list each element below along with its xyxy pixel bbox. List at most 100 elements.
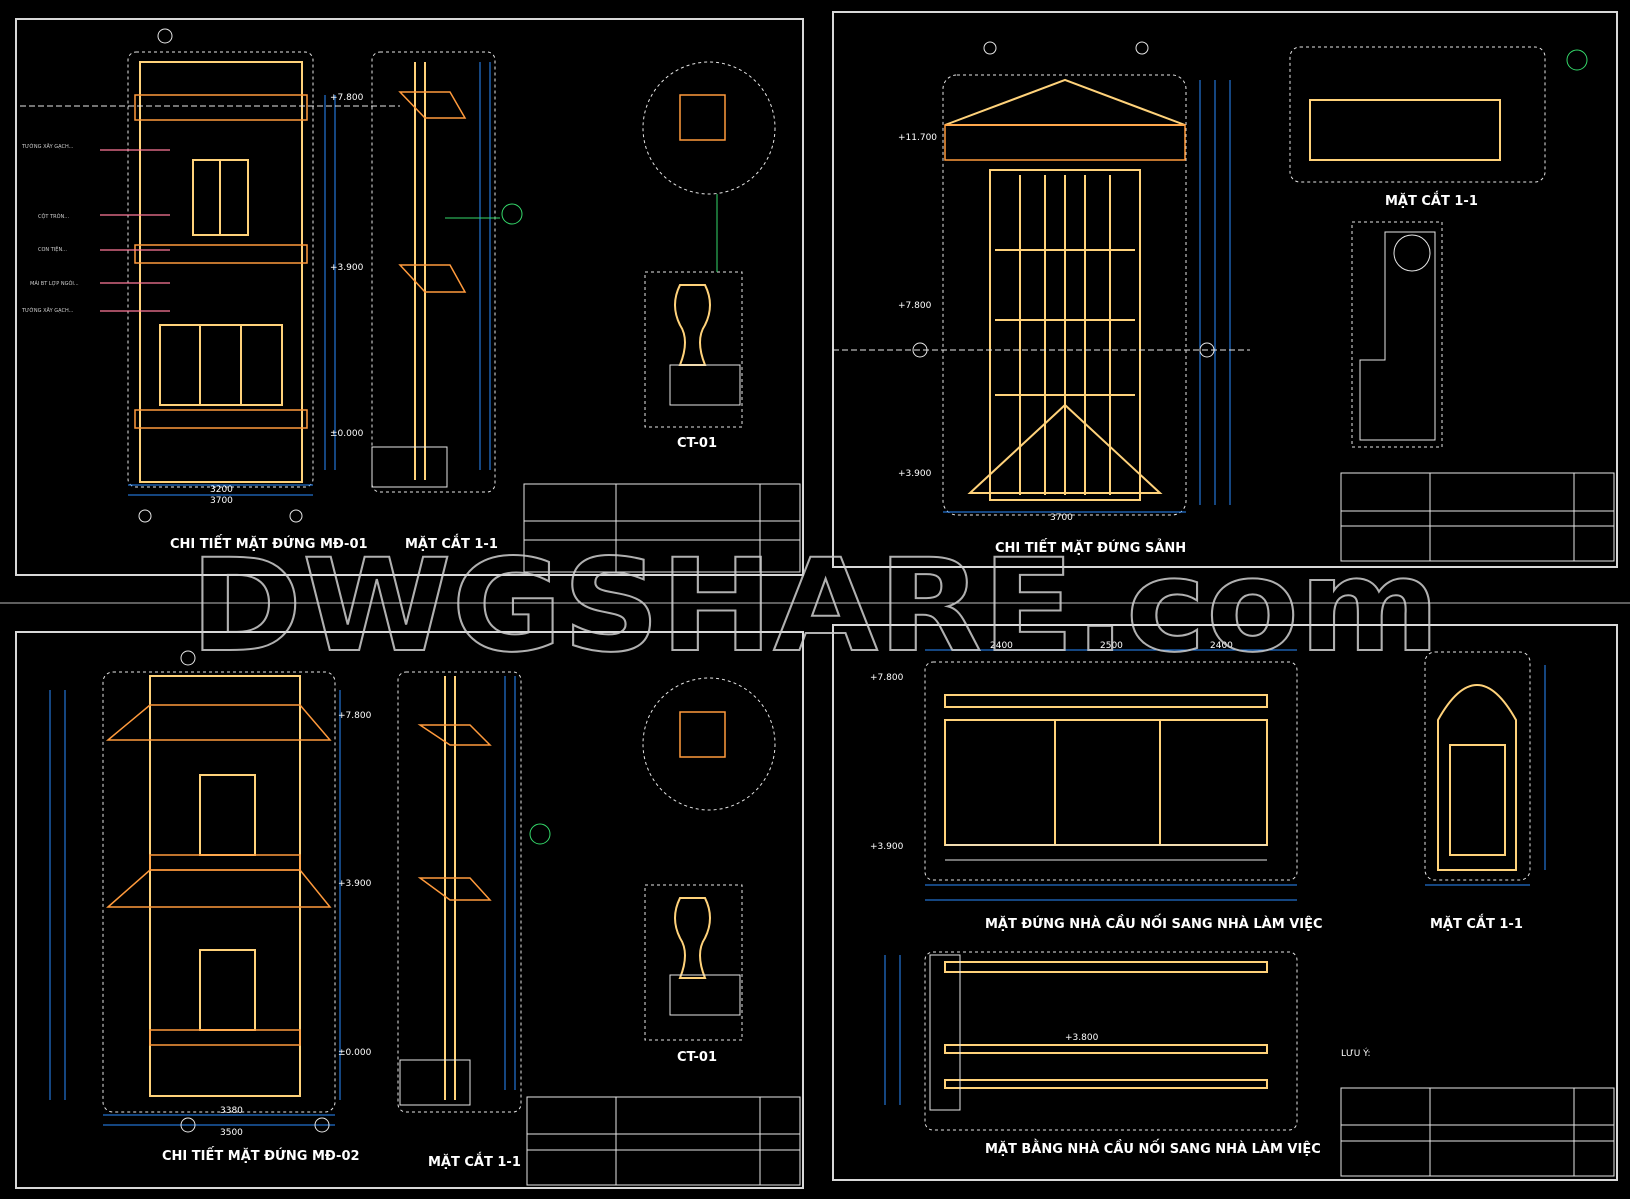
title-bridge-elevation: MẶT ĐỨNG NHÀ CẦU NỐI SANG NHÀ LÀM VIỆC xyxy=(985,914,1323,932)
balcony-2 xyxy=(134,409,308,429)
section-1-1-boundary xyxy=(371,51,496,493)
title-ct01-b: CT-01 xyxy=(677,1050,717,1065)
title-sanh-section: MẶT CẮT 1-1 xyxy=(1385,192,1478,209)
balcony-md02-2 xyxy=(149,1029,301,1046)
level-md01-top: +7.800 xyxy=(330,93,364,103)
column-detail xyxy=(1359,231,1436,441)
dim-sanh: 3700 xyxy=(1050,513,1073,523)
dim-bridge-b: 2500 xyxy=(1100,641,1123,651)
sheet-1-frame xyxy=(15,18,804,576)
level-md02-top: +7.800 xyxy=(338,711,372,721)
level-bridge-plan: +3.800 xyxy=(1065,1033,1099,1043)
sanh-cornice xyxy=(944,124,1186,161)
title-arch-section: MẶT CẮT 1-1 xyxy=(1430,915,1523,932)
level-md01-mid: +3.900 xyxy=(330,263,364,273)
window-lower xyxy=(159,324,283,406)
title-bridge-plan: MẶT BẰNG NHÀ CẦU NỐI SANG NHÀ LÀM VIỆC xyxy=(985,1139,1321,1157)
dim-md01-inner: 3200 xyxy=(210,485,233,495)
balcony-md02-1 xyxy=(149,854,301,871)
detail-circle-md02 xyxy=(642,677,776,811)
detail-callout-ct01 xyxy=(501,203,523,225)
sanh-arch-frame xyxy=(989,169,1141,501)
canopy-md02-mid xyxy=(417,877,492,901)
title-md02: CHI TIẾT MẶT ĐỨNG MĐ-02 xyxy=(162,1147,360,1164)
title-md01: CHI TIẾT MẶT ĐỨNG MĐ-01 xyxy=(170,535,368,552)
dim-bridge-c: 2400 xyxy=(1210,641,1233,651)
sheet-4: +7.800 +3.900 2400 2500 2400 MẶT ĐỨNG NH… xyxy=(832,624,1618,1181)
pediment xyxy=(944,78,1186,126)
elevation-md02-walls xyxy=(149,675,301,1097)
elevation-md01-walls xyxy=(139,61,303,483)
dim-md01-outer: 3700 xyxy=(210,496,233,506)
entrance-canopy xyxy=(967,403,1163,494)
note-md01-a: TƯỜNG XÂY GẠCH... xyxy=(21,143,74,150)
dim-bridge-a: 2400 xyxy=(990,641,1013,651)
note-md01-e: TƯỜNG XÂY GẠCH... xyxy=(21,307,74,314)
title-sanh: CHI TIẾT MẶT ĐỨNG SẢNH xyxy=(995,539,1186,556)
balcony-1 xyxy=(134,244,308,264)
glazed-grid xyxy=(995,175,1135,495)
arch-section-boundary xyxy=(1424,651,1531,881)
sheet-3-frame xyxy=(15,631,804,1189)
grid-marker-top xyxy=(157,28,173,44)
detail-cornice xyxy=(679,94,726,141)
title-section-1-1-c: MẶT CẮT 1-1 xyxy=(428,1153,521,1170)
sheet-2: +11.700 +7.800 +3.900 3700 CHI TIẾT MẶT … xyxy=(832,11,1618,568)
level-bridge-top: +7.800 xyxy=(870,673,904,683)
roof-cornice xyxy=(134,94,308,121)
elevation-md01-boundary xyxy=(127,51,314,488)
window-md02-lower xyxy=(199,949,256,1031)
bridge-elevation-boundary xyxy=(924,661,1298,881)
canopy-top xyxy=(398,91,467,119)
title-ct01-a: CT-01 xyxy=(677,436,717,451)
dim-md02-outer: 3500 xyxy=(220,1128,243,1138)
bridge-roof xyxy=(944,694,1268,708)
sheet-3: +7.800 +3.900 ±0.000 3380 3500 CHI TIẾT … xyxy=(15,631,804,1189)
section-md02-boundary xyxy=(397,671,522,1113)
note-md01-b: CỘT TRÒN... xyxy=(38,213,69,220)
sanh-section-boundary xyxy=(1289,46,1546,183)
bridge-railing xyxy=(945,844,1267,861)
elevation-md02-boundary xyxy=(102,671,336,1113)
level-sanh-top: +11.700 xyxy=(898,133,937,143)
window-md02-upper xyxy=(199,774,256,856)
bridge-plan-boundary xyxy=(924,951,1298,1131)
baluster-base xyxy=(669,364,741,406)
note-md01-d: MÁI BT LỢP NGÓI... xyxy=(30,280,79,287)
detail-circle xyxy=(642,61,776,195)
level-md02-ground: ±0.000 xyxy=(338,1048,372,1058)
baluster xyxy=(674,284,711,366)
sheet-4-frame xyxy=(832,624,1618,1181)
sheet-1: TƯỜNG XÂY GẠCH... CỘT TRÒN... CON TIỆN..… xyxy=(15,18,804,576)
level-sanh-mid: +7.800 xyxy=(898,301,932,311)
foundation-hatch xyxy=(371,446,448,488)
title-block-4 xyxy=(1340,1087,1615,1177)
level-md02-mid: +3.900 xyxy=(338,879,372,889)
sheet-2-frame xyxy=(832,11,1618,568)
grid-marker-a xyxy=(138,509,152,523)
sanh-section-slab xyxy=(1309,99,1501,161)
canopy-mid xyxy=(398,264,467,293)
column-detail-box xyxy=(1351,221,1443,448)
level-md01-ground: ±0.000 xyxy=(330,429,364,439)
arch-doorway xyxy=(1437,684,1517,871)
title-block-2 xyxy=(1340,472,1615,562)
canopy-md02-top xyxy=(417,724,492,746)
bridge-glazing xyxy=(944,719,1268,846)
column-round xyxy=(1393,234,1431,272)
title-block-1 xyxy=(523,483,801,573)
title-section-1-1-a: MẶT CẮT 1-1 xyxy=(405,535,498,552)
dim-md02-inner: 3380 xyxy=(220,1106,243,1116)
roof-slope-mid xyxy=(106,869,332,908)
grid-marker-b xyxy=(289,509,303,523)
level-bridge-mid: +3.900 xyxy=(870,842,904,852)
level-sanh-low: +3.900 xyxy=(898,469,932,479)
watermark-text: DWGSHARE.com xyxy=(190,532,1440,681)
roof-slope-top xyxy=(105,704,332,741)
detail-baluster-box xyxy=(644,271,743,428)
note-md01-c: CON TIỆN... xyxy=(38,245,67,253)
title-block-3 xyxy=(526,1096,801,1186)
foundation-md02 xyxy=(399,1059,471,1106)
note-title: LƯU Ý: xyxy=(1341,1047,1371,1059)
